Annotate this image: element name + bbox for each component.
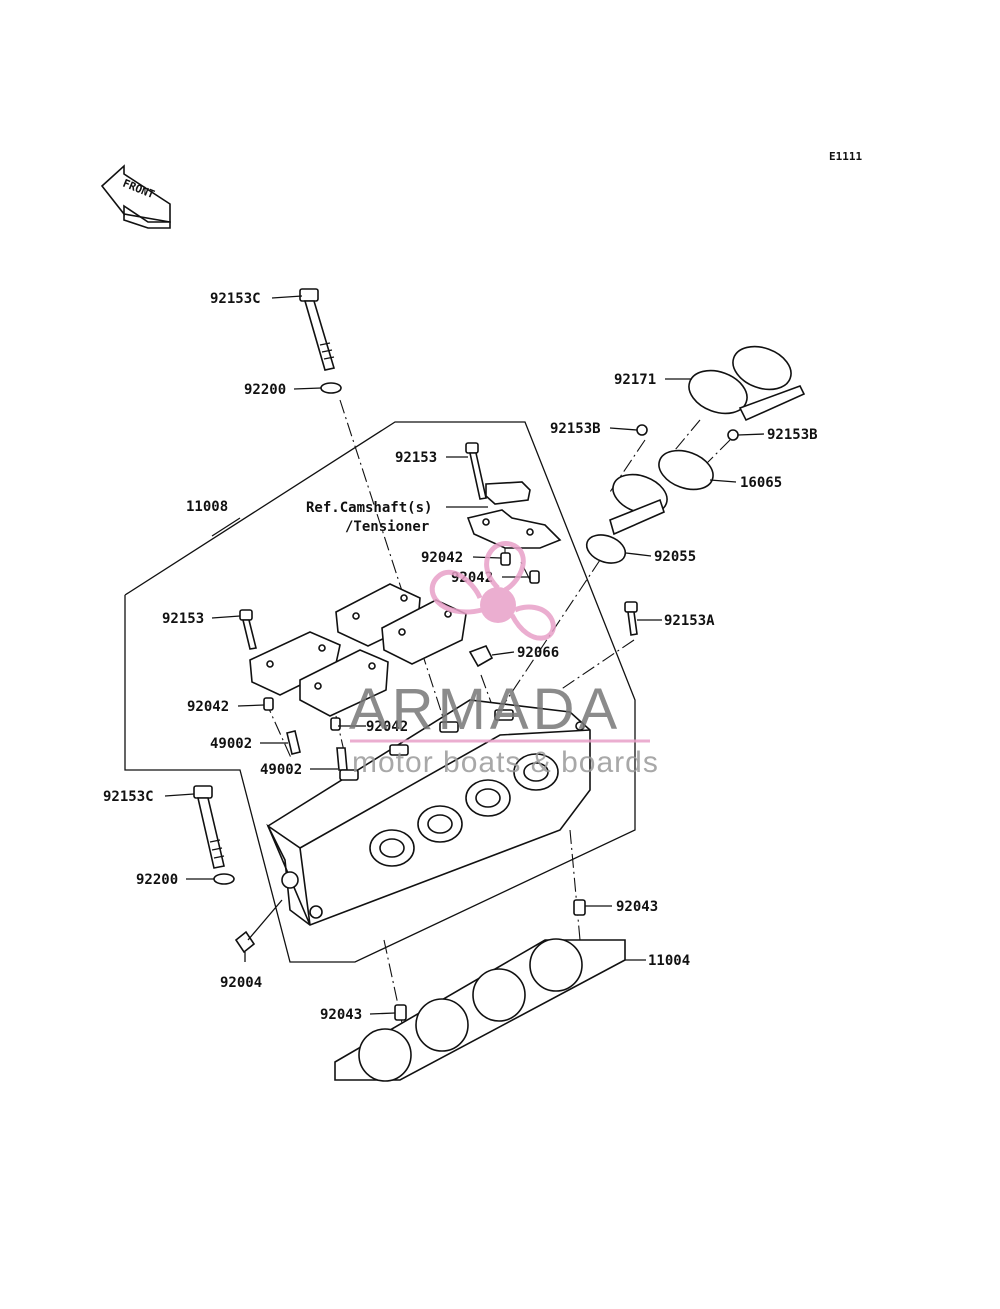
camshaft-holder-upper (466, 481, 562, 549)
ref-note-line1: Ref.Camshaft(s) (306, 500, 432, 516)
label-92055: 92055 (654, 549, 696, 565)
label-92200-top: 92200 (244, 382, 286, 398)
label-92153C-top: 92153C (210, 291, 261, 307)
dowel-92042-a (500, 552, 511, 566)
cylinder-head (266, 699, 591, 926)
label-92153C-bottom: 92153C (103, 789, 154, 805)
plug-92066 (468, 644, 494, 668)
label-92200-bottom: 92200 (136, 872, 178, 888)
label-92004: 92004 (220, 975, 262, 991)
camshaft-caps (249, 583, 467, 717)
label-92042-c: 92042 (187, 699, 229, 715)
bolt-92153C-top (299, 288, 336, 371)
label-92153-left: 92153 (162, 611, 204, 627)
screw-92153B-left (636, 424, 648, 436)
diagram-code: E1111 (829, 150, 862, 163)
watermark-brand: ARMADA (349, 677, 621, 742)
bolt-92153A (624, 601, 638, 636)
dowel-92043-left (394, 1004, 407, 1021)
label-92153B-right: 92153B (767, 427, 818, 443)
dowel-92043-right (573, 899, 586, 916)
clamps-92171 (688, 345, 806, 422)
bolt-92153-upper (465, 442, 487, 500)
dowel-92042-d (330, 717, 341, 731)
label-92153-upper: 92153 (395, 450, 437, 466)
label-92043-right: 92043 (616, 899, 658, 915)
washer-92200-bottom (213, 873, 235, 885)
label-49002-b: 49002 (260, 762, 302, 778)
ref-note-line2: /Tensioner (345, 519, 429, 535)
washer-92200-top (320, 382, 342, 394)
head-gasket-11004 (334, 938, 626, 1082)
label-49002-a: 49002 (210, 736, 252, 752)
stud-49002-b (336, 747, 348, 771)
dowel-92042-c (263, 697, 274, 711)
label-92153B-left: 92153B (550, 421, 601, 437)
assembly-bracket-11008 (124, 421, 636, 963)
propeller-logo-icon (429, 541, 556, 641)
label-92171: 92171 (614, 372, 656, 388)
label-92042-a: 92042 (421, 550, 463, 566)
leader-lines (164, 295, 765, 1015)
front-arrow-icon: FRONT (100, 164, 171, 229)
label-92043-left: 92043 (320, 1007, 362, 1023)
bolt-92153-left (239, 609, 257, 650)
holder-16065 (609, 449, 714, 536)
label-11008: 11008 (186, 499, 228, 515)
o-ring-92055 (585, 534, 627, 564)
label-92153A: 92153A (664, 613, 715, 629)
screw-92153B-right (727, 429, 739, 441)
part-labels: 92153C 92200 92153 11008 Ref.Camshaft(s)… (103, 291, 818, 1023)
label-92042-d: 92042 (366, 719, 408, 735)
watermark-tagline: motor boats & boards (352, 746, 659, 779)
watermark: ARMADA motor boats & boards (349, 541, 659, 779)
label-16065: 16065 (740, 475, 782, 491)
label-11004: 11004 (648, 953, 690, 969)
stud-49002-a (286, 730, 301, 755)
plug-92004 (234, 899, 283, 954)
bolt-92153C-bottom (193, 785, 225, 869)
dowel-92042-b (529, 570, 540, 584)
label-92066: 92066 (517, 645, 559, 661)
